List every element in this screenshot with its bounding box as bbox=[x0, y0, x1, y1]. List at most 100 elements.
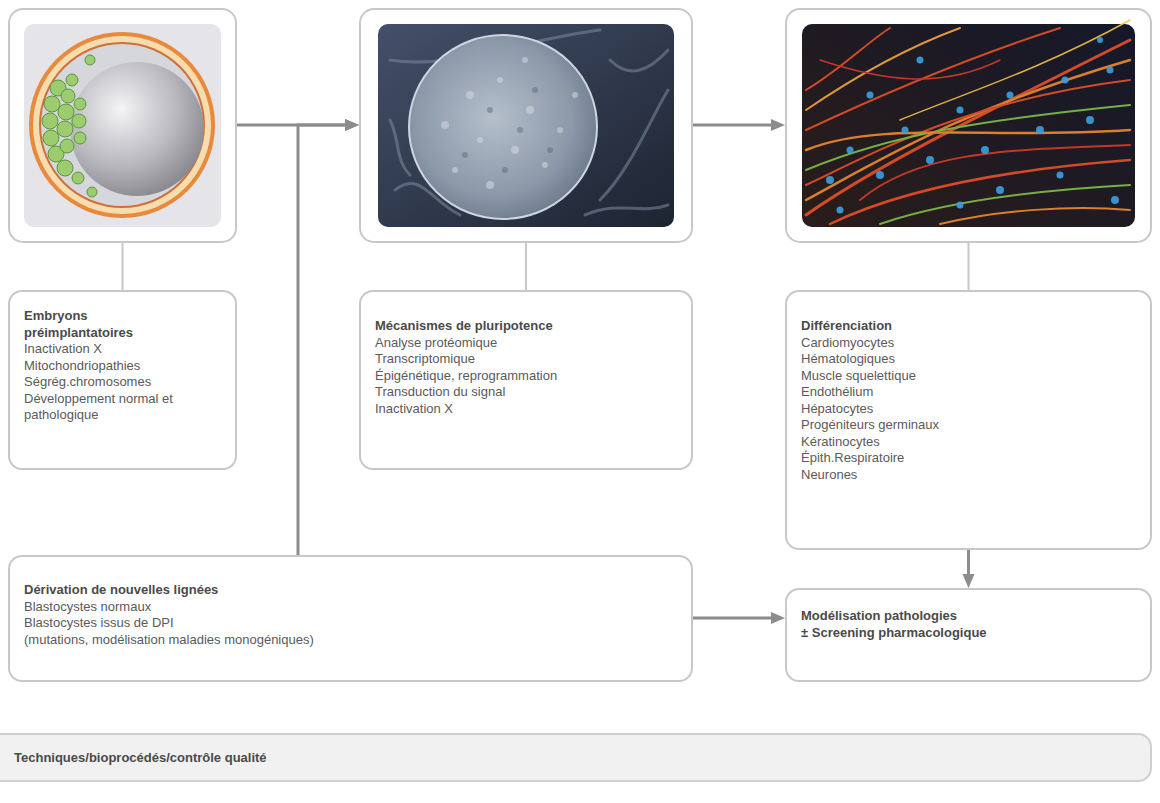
illustration-part bbox=[917, 57, 924, 64]
illustration-part bbox=[57, 160, 73, 176]
illustration-part bbox=[786, 9, 1151, 242]
arrow-head bbox=[345, 119, 359, 131]
illustration-part bbox=[85, 55, 95, 65]
illustration-part bbox=[61, 89, 75, 103]
colony-photo-panel bbox=[360, 9, 692, 242]
illustration-part bbox=[58, 104, 74, 120]
body-text: Ségrég.chromosomes bbox=[24, 374, 195, 391]
body-text: Hématologiques bbox=[801, 351, 1136, 368]
illustration-part bbox=[806, 80, 1130, 185]
body-text: Progéniteurs germinaux bbox=[801, 417, 1136, 434]
flow-arrow bbox=[693, 612, 785, 624]
illustration-part bbox=[547, 147, 553, 153]
heading-text: Techniques/bioprocédés/contrôle qualité bbox=[14, 750, 1136, 767]
illustration-part bbox=[41, 44, 203, 206]
leader-line bbox=[123, 243, 969, 290]
illustration-part bbox=[360, 9, 692, 242]
connector-line bbox=[298, 125, 346, 555]
body-text: Endothélium bbox=[801, 384, 1136, 401]
body-text: Neurones bbox=[801, 467, 1136, 484]
illustration-part bbox=[557, 127, 563, 133]
text-card: DifférenciationCardiomyocytesHématologiq… bbox=[785, 290, 1152, 550]
illustration-part bbox=[522, 57, 528, 63]
illustration-part bbox=[806, 105, 1130, 170]
body-text: Hépatocytes bbox=[801, 401, 1136, 418]
illustration-part bbox=[525, 243, 527, 290]
illustration-part bbox=[378, 24, 674, 227]
arrow-head bbox=[963, 574, 975, 588]
body-text: (mutations, modélisation maladies monogé… bbox=[24, 632, 677, 649]
connector-line bbox=[693, 617, 772, 620]
illustration-part bbox=[452, 167, 458, 173]
illustration-part bbox=[497, 77, 503, 83]
body-text: Développement normal et pathologique bbox=[24, 391, 195, 424]
illustration-part bbox=[860, 145, 1130, 200]
body-text: Inactivation X bbox=[375, 401, 677, 418]
illustration-part bbox=[44, 96, 60, 112]
text-card: Mécanismes de pluripotenceAnalyse protéo… bbox=[359, 290, 693, 470]
illustration-part bbox=[867, 92, 874, 99]
flow-arrow bbox=[298, 119, 359, 555]
body-text: Inactivation X bbox=[24, 341, 195, 358]
body-text: Transduction du signal bbox=[375, 384, 677, 401]
illustration-part bbox=[57, 121, 73, 137]
illustration-part bbox=[122, 243, 124, 290]
illustration-part bbox=[72, 114, 86, 128]
heading-text: ± Screening pharmacologique bbox=[801, 625, 1136, 642]
illustration-part bbox=[526, 106, 534, 114]
illustration-part bbox=[74, 132, 86, 144]
illustration-part bbox=[477, 137, 483, 143]
illustration-part bbox=[806, 20, 1130, 224]
heading-text: Mécanismes de pluripotence bbox=[375, 318, 677, 335]
arrow-head bbox=[345, 119, 359, 131]
research-column: Embryons préimplantatoiresInactivation X… bbox=[8, 8, 237, 470]
fluorescence-panel bbox=[786, 9, 1151, 242]
heading-text: Différenciation bbox=[801, 318, 1136, 335]
connector-line bbox=[693, 124, 772, 127]
illustration-part bbox=[806, 28, 960, 110]
illustration-part bbox=[830, 160, 1130, 224]
body-text: Mitochondriopathies bbox=[24, 358, 195, 375]
illustration-part bbox=[940, 208, 1130, 224]
illustration-part bbox=[441, 57, 578, 189]
illustration-part bbox=[542, 162, 548, 168]
body-text: Épigénétique, reprogrammation bbox=[375, 368, 677, 385]
illustration-part bbox=[926, 156, 934, 164]
illustration-part bbox=[1007, 92, 1014, 99]
illustration-part bbox=[43, 130, 59, 146]
illustration-part bbox=[1086, 116, 1094, 124]
illustration-part bbox=[87, 187, 97, 197]
outcome-box: Modélisation pathologies± Screening phar… bbox=[785, 588, 1152, 682]
illustration-part bbox=[820, 60, 1000, 79]
arrow-head bbox=[771, 612, 785, 624]
body-text: Kératinocytes bbox=[801, 434, 1136, 451]
illustration-part bbox=[24, 24, 221, 227]
illustration-part bbox=[902, 127, 909, 134]
illustration-part bbox=[806, 28, 890, 90]
illustration-part bbox=[390, 120, 410, 175]
illustration-part bbox=[826, 37, 1119, 214]
illustration-part bbox=[600, 90, 668, 200]
body-text: Transcriptomique bbox=[375, 351, 677, 368]
body-text: Blastocystes issus de DPI bbox=[24, 615, 677, 632]
illustration-part bbox=[462, 87, 553, 173]
body-text: Cardiomyocytes bbox=[801, 335, 1136, 352]
body-text: Épith.Respiratoire bbox=[801, 450, 1136, 467]
illustration-part bbox=[1107, 67, 1114, 74]
illustration-part bbox=[74, 98, 86, 110]
illustration-part bbox=[33, 36, 211, 214]
illustration-part bbox=[441, 121, 449, 129]
illustration-part bbox=[1097, 37, 1103, 43]
illustration-part bbox=[72, 172, 84, 184]
illustration-part bbox=[585, 205, 668, 215]
illustration-part bbox=[9, 9, 236, 242]
flow-arrow bbox=[963, 550, 975, 588]
illustration-part bbox=[806, 60, 1130, 200]
heading-text: Dérivation de nouvelles lignées bbox=[24, 582, 677, 599]
illustration-part bbox=[968, 243, 970, 290]
illustration-part bbox=[42, 55, 97, 197]
illustration-part bbox=[826, 176, 834, 184]
illustration-part bbox=[462, 152, 468, 158]
body-text: Muscle squelettique bbox=[801, 368, 1136, 385]
